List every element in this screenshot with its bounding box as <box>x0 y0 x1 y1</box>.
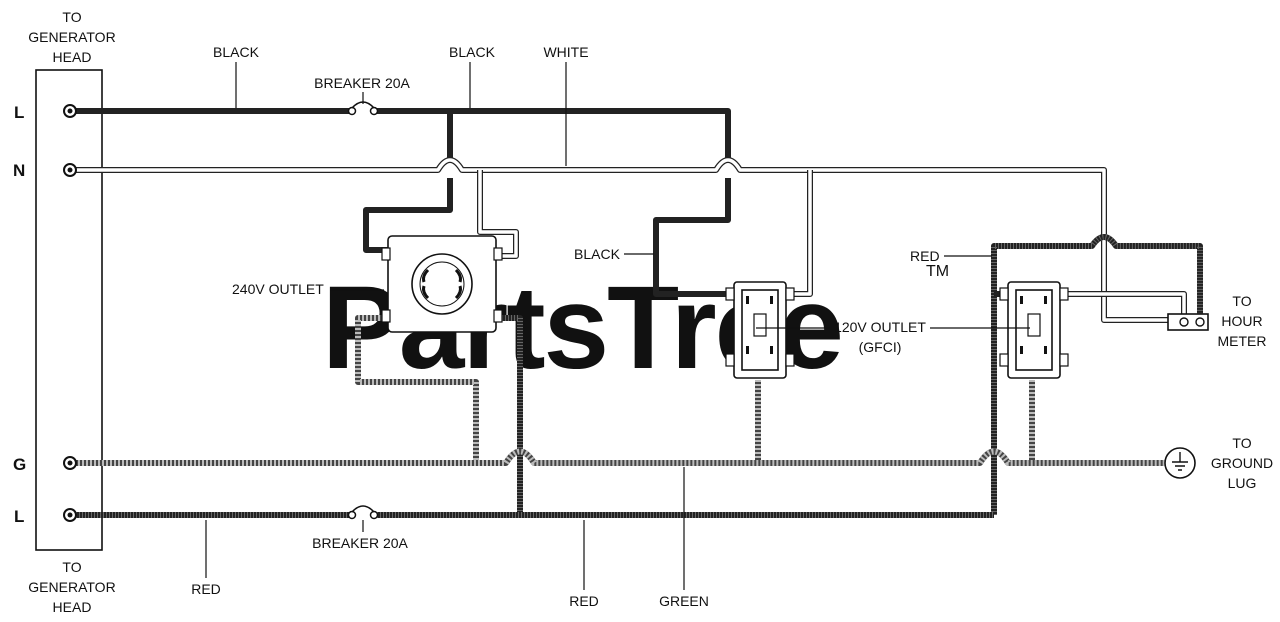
ground-lug-icon <box>1164 447 1196 479</box>
terminal-label-g: G <box>13 455 26 474</box>
svg-text:METER: METER <box>1218 333 1267 349</box>
wire-black-top-l <box>70 108 731 297</box>
label-white: WHITE <box>543 44 588 60</box>
hour-meter-connector <box>1167 313 1209 331</box>
label-red-top: RED <box>910 248 940 264</box>
svg-text:120V OUTLET: 120V OUTLET <box>834 319 926 335</box>
label-hour-meter: TO HOUR METER <box>1218 293 1267 349</box>
svg-text:TO: TO <box>1232 293 1251 309</box>
svg-text:HEAD: HEAD <box>53 599 92 615</box>
svg-text:GROUND: GROUND <box>1211 455 1273 471</box>
svg-text:GENERATOR: GENERATOR <box>28 579 115 595</box>
label-120v-outlet: 120V OUTLET (GFCI) <box>834 319 926 355</box>
generator-head-top-label: TO GENERATOR HEAD <box>28 9 115 65</box>
outlet-120v-gfci-1 <box>725 281 795 379</box>
svg-text:TO: TO <box>1232 435 1251 451</box>
label-red-1: RED <box>191 581 221 597</box>
svg-text:(GFCI): (GFCI) <box>859 339 902 355</box>
outlet-120v-gfci-2 <box>999 281 1069 379</box>
label-black-1: BLACK <box>213 44 260 60</box>
label-breaker-bottom: BREAKER 20A <box>312 535 408 551</box>
outlet-240v <box>381 235 503 333</box>
terminal-screws <box>63 104 77 522</box>
terminal-label-l-top: L <box>14 103 24 122</box>
svg-text:HOUR: HOUR <box>1221 313 1262 329</box>
svg-text:TO: TO <box>62 559 81 575</box>
generator-terminal-strip <box>35 69 103 551</box>
label-green: GREEN <box>659 593 709 609</box>
label-ground-lug: TO GROUND LUG <box>1211 435 1273 491</box>
label-black-3: BLACK <box>574 246 621 262</box>
svg-text:TO: TO <box>62 9 81 25</box>
breaker-bottom-symbol <box>347 505 379 520</box>
terminal-label-l-bottom: L <box>14 507 24 526</box>
svg-text:LUG: LUG <box>1228 475 1257 491</box>
wire-green-ground <box>70 448 1166 466</box>
label-red-2: RED <box>569 593 599 609</box>
svg-text:GENERATOR: GENERATOR <box>28 29 115 45</box>
breaker-top-symbol <box>347 101 379 116</box>
label-breaker-top: BREAKER 20A <box>314 75 410 91</box>
wire-white-neutral <box>70 157 1192 323</box>
wire-red-right <box>991 234 1203 515</box>
label-240v-outlet: 240V OUTLET <box>232 281 324 297</box>
leader-lines <box>205 62 1030 590</box>
generator-head-bottom-label: TO GENERATOR HEAD <box>28 559 115 615</box>
label-black-2: BLACK <box>449 44 496 60</box>
svg-text:HEAD: HEAD <box>53 49 92 65</box>
watermark-trademark: TM <box>926 263 949 280</box>
terminal-label-n: N <box>13 161 25 180</box>
